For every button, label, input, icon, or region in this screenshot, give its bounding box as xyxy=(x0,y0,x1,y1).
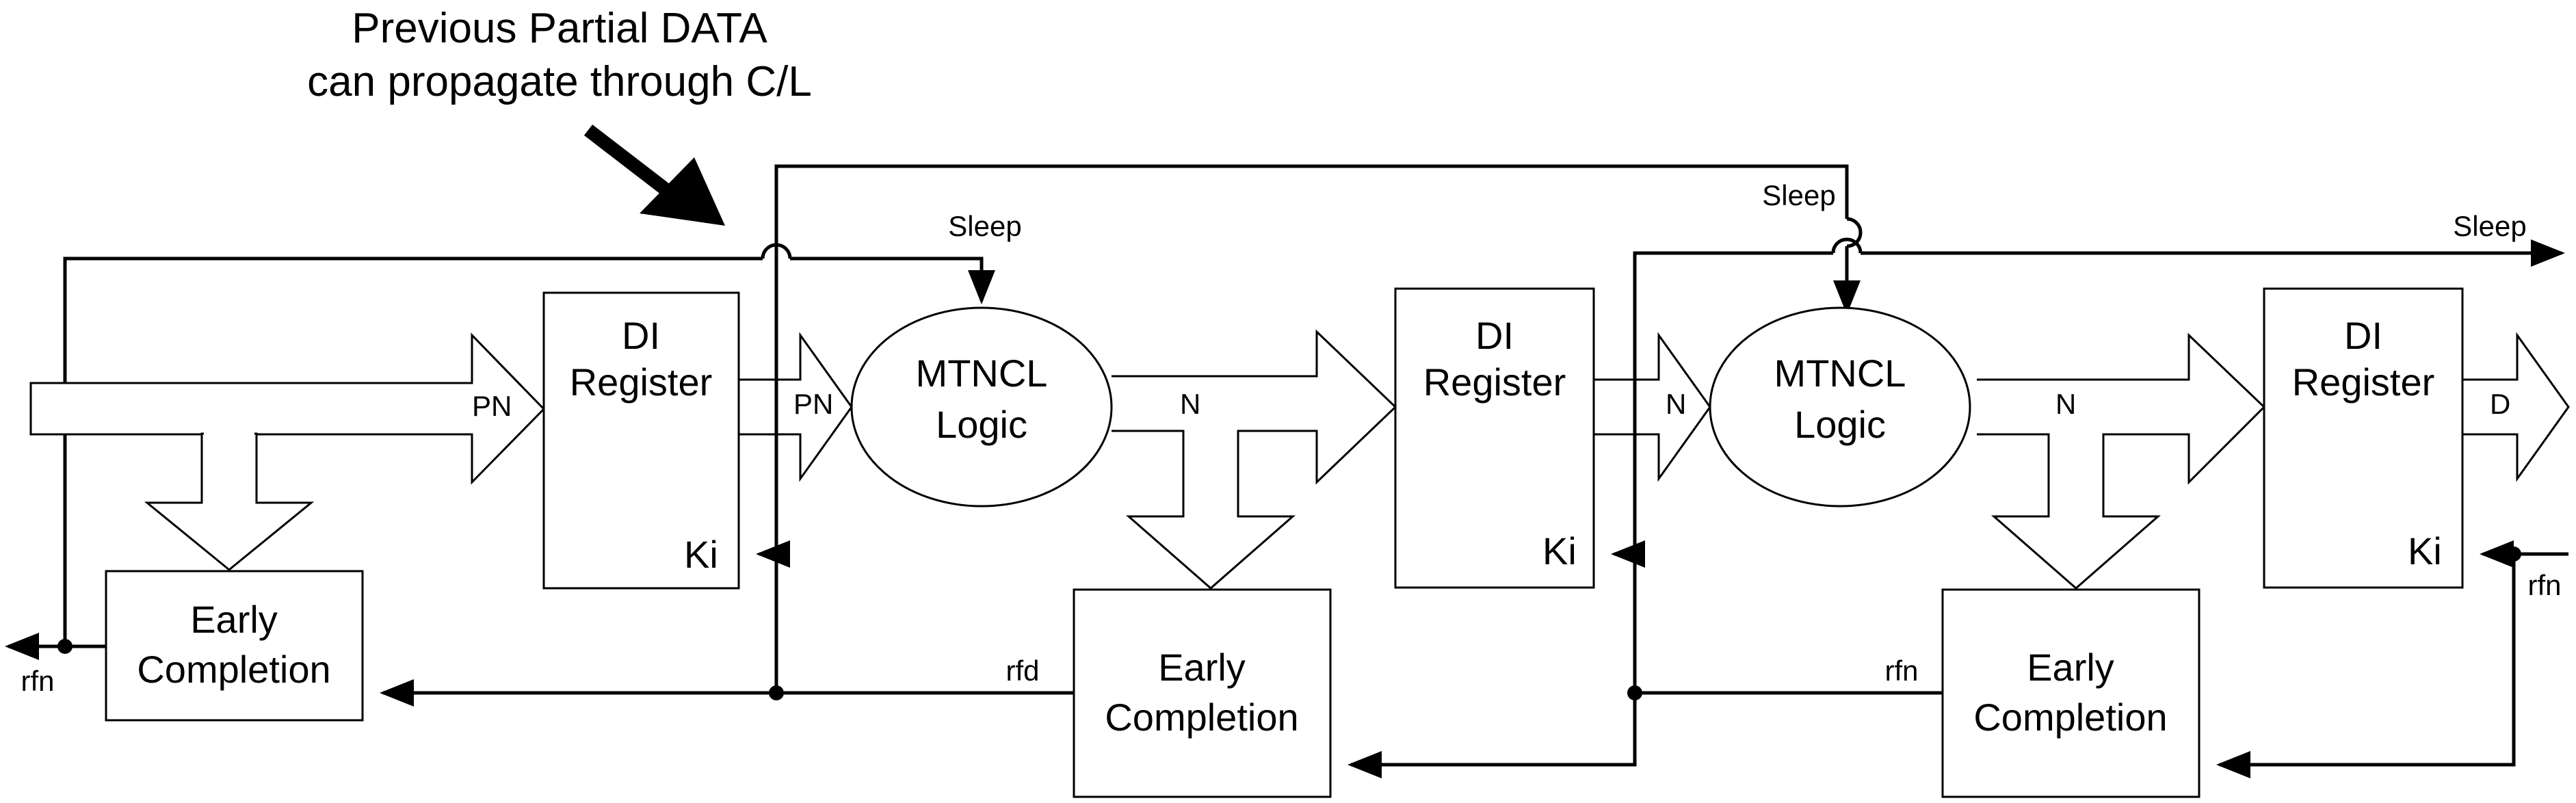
bus-label-n2: N xyxy=(1666,388,1686,420)
register-1-line1: DI xyxy=(622,314,660,357)
register-1-ki: Ki xyxy=(684,533,718,576)
bus-logic1-to-reg2 xyxy=(1112,329,1397,590)
completion-1-line1: Early xyxy=(190,598,278,641)
register-1: DI Register Ki xyxy=(542,291,740,590)
bus-reg2-to-logic2 xyxy=(1594,332,1711,482)
register-3: DI Register Ki xyxy=(2263,287,2464,589)
annotation-line1: Previous Partial DATA xyxy=(352,5,767,52)
sleep-label-2: Sleep xyxy=(1762,179,1835,211)
logic-1: MTNCL Logic xyxy=(850,306,1113,508)
completion-3-line2: Completion xyxy=(1973,696,2167,739)
bus-logic2-to-reg3 xyxy=(1977,332,2266,590)
rfn-mid-label: rfn xyxy=(1884,655,1918,687)
register-3-line1: DI xyxy=(2344,314,2382,357)
annotation-line2: can propagate through C/L xyxy=(307,58,812,105)
bus-label-n3: N xyxy=(2055,388,2076,420)
register-2-ki: Ki xyxy=(1542,529,1577,572)
bus-label-pn-out: PN xyxy=(793,388,833,420)
rfd-wire xyxy=(380,540,1074,707)
register-2-line1: DI xyxy=(1475,314,1514,357)
sleep-label-out: Sleep xyxy=(2453,210,2526,242)
logic-2-line2: Logic xyxy=(1794,403,1886,446)
completion-2-line1: Early xyxy=(1158,646,1246,689)
logic-1-line1: MTNCL xyxy=(916,352,1048,395)
output-bus xyxy=(2462,332,2570,482)
input-branch-bus xyxy=(144,430,315,571)
completion-1-line2: Completion xyxy=(137,648,330,691)
completion-3-line1: Early xyxy=(2027,646,2114,689)
register-2: DI Register Ki xyxy=(1394,287,1595,589)
completion-2: Early Completion xyxy=(1073,588,1332,798)
input-bus xyxy=(29,332,546,485)
logic-1-line2: Logic xyxy=(936,403,1027,446)
bus-label-d-out: D xyxy=(2490,388,2510,420)
register-1-line2: Register xyxy=(570,360,713,404)
rfn-left-label: rfn xyxy=(21,665,54,697)
register-3-line2: Register xyxy=(2292,360,2435,404)
bus-label-n1: N xyxy=(1180,388,1200,420)
register-3-ki: Ki xyxy=(2408,529,2442,572)
logic-2-line1: MTNCL xyxy=(1774,352,1906,395)
logic-2: MTNCL Logic xyxy=(1709,306,1971,508)
sleep-label-1: Sleep xyxy=(948,210,1021,242)
completion-3: Early Completion xyxy=(1941,588,2200,798)
sleep-wire-2 xyxy=(774,164,1863,693)
rfn-right-label: rfn xyxy=(2527,569,2561,601)
register-2-line2: Register xyxy=(1423,360,1566,404)
rfd-label: rfd xyxy=(1006,655,1039,687)
bus-label-pn-in: PN xyxy=(472,390,512,422)
rfn-mid-wire xyxy=(1348,540,1943,778)
rfn-right-wire xyxy=(2216,540,2568,778)
annotation-arrow xyxy=(583,124,725,226)
rfn-left-wire xyxy=(5,633,106,660)
completion-2-line2: Completion xyxy=(1105,696,1298,739)
completion-1: Early Completion xyxy=(105,570,364,722)
